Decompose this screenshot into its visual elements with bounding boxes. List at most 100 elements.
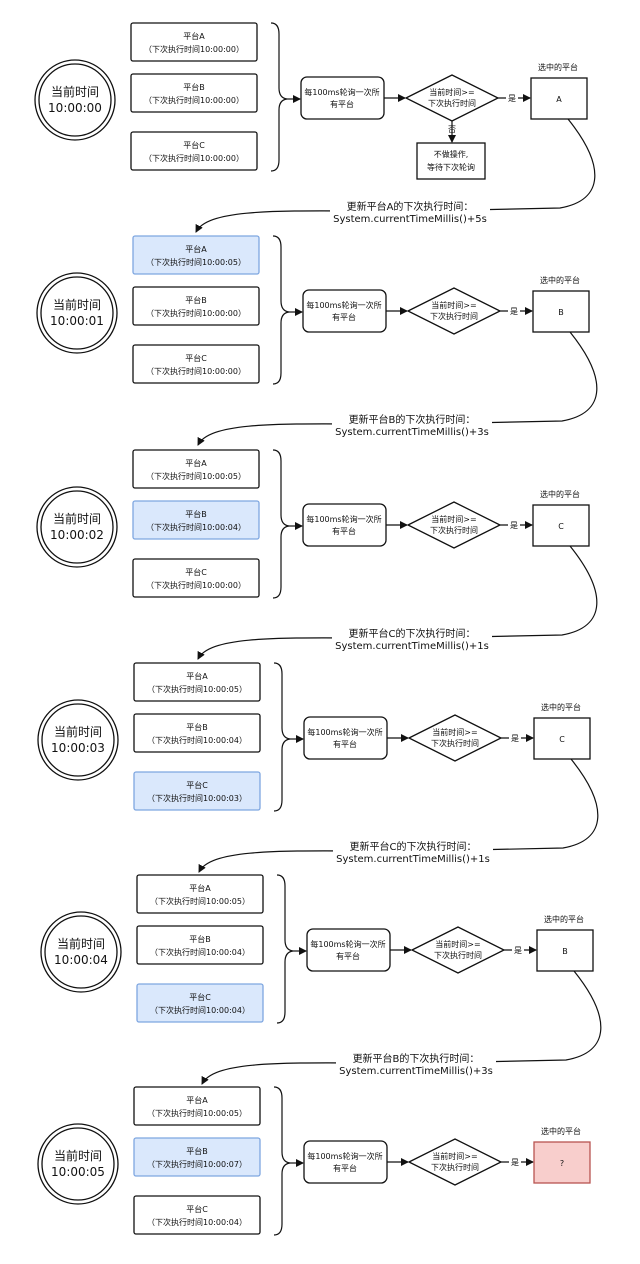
poll-box: [302, 289, 387, 333]
platform-name: 平台A: [185, 458, 207, 468]
poll-text: 有平台: [336, 951, 360, 961]
selected-label: 选中的平台: [544, 914, 584, 924]
time-title: 当前时间: [57, 936, 105, 951]
condition-text: 当前时间>=: [432, 727, 477, 737]
poll-box: [306, 928, 391, 972]
condition-text: 当前时间>=: [429, 87, 474, 97]
platform-next-time: （下次执行时间10:00:04）: [150, 947, 250, 957]
platform-box-2: [130, 131, 258, 171]
platform-name: 平台B: [189, 934, 211, 944]
condition-diamond: [407, 1138, 503, 1186]
platform-box-2: [132, 558, 260, 598]
yes-label-bg: [508, 305, 520, 317]
platform-name: 平台B: [186, 722, 208, 732]
selected-box: [536, 929, 594, 972]
time-title: 当前时间: [53, 297, 101, 312]
update-label-bg: [332, 413, 492, 437]
time-circle-inner: [40, 276, 114, 350]
yes-label: 是: [510, 521, 518, 530]
time-value: 10:00:01: [50, 314, 104, 328]
platform-name: 平台C: [185, 353, 207, 363]
update-label-bg: [333, 840, 493, 864]
time-circle-inner: [41, 703, 115, 777]
selected-box: [532, 290, 590, 333]
time-title: 当前时间: [54, 1148, 102, 1163]
platform-box-1: [132, 500, 260, 540]
platform-box-1: [130, 73, 258, 113]
selected-box: [530, 77, 588, 120]
update-formula: System.currentTimeMillis()+1s: [335, 641, 489, 652]
poll-text: 每100ms轮询一次所: [310, 939, 385, 949]
platform-name: 平台A: [186, 1095, 208, 1105]
poll-box: [302, 503, 387, 547]
platform-next-time: （下次执行时间10:00:05）: [147, 684, 247, 694]
platform-name: 平台C: [189, 992, 211, 1002]
platform-box-0: [130, 22, 258, 62]
platform-name: 平台C: [183, 140, 205, 150]
time-circle-inner: [44, 915, 118, 989]
poll-text: 有平台: [332, 312, 356, 322]
condition-text: 下次执行时间: [431, 738, 479, 748]
platform-box-0: [133, 662, 261, 702]
condition-text: 下次执行时间: [430, 311, 478, 321]
yes-label: 是: [511, 1158, 519, 1167]
update-formula: System.currentTimeMillis()+3s: [335, 427, 489, 438]
platform-name: 平台B: [185, 295, 207, 305]
platform-next-time: （下次执行时间10:00:03）: [147, 793, 247, 803]
stage-3: 当前时间10:00:03平台A（下次执行时间10:00:05）平台B（下次执行时…: [37, 662, 599, 873]
selected-label: 选中的平台: [541, 1126, 581, 1136]
update-formula: System.currentTimeMillis()+5s: [333, 214, 487, 225]
no-label: 否: [448, 125, 456, 134]
poll-box: [300, 76, 385, 120]
platform-box-0: [136, 874, 264, 914]
condition-text: 下次执行时间: [430, 525, 478, 535]
condition-diamond: [410, 926, 506, 974]
condition-text: 下次执行时间: [431, 1162, 479, 1172]
update-text: 更新平台C的下次执行时间：: [349, 627, 476, 640]
selected-box: [533, 1141, 591, 1184]
time-circle-inner: [40, 490, 114, 564]
poll-text: 有平台: [332, 526, 356, 536]
selected-value: ?: [560, 1159, 564, 1168]
platform-next-time: （下次执行时间10:00:05）: [146, 257, 246, 267]
poll-box: [303, 716, 388, 760]
yes-label-bg: [509, 1156, 521, 1168]
platform-box-1: [133, 713, 261, 753]
poll-text: 每100ms轮询一次所: [304, 87, 379, 97]
selected-label: 选中的平台: [540, 489, 580, 499]
time-value: 10:00:04: [54, 953, 108, 967]
yes-label-bg: [506, 92, 518, 104]
platform-next-time: （下次执行时间10:00:00）: [144, 95, 244, 105]
condition-diamond: [406, 501, 502, 549]
platform-next-time: （下次执行时间10:00:04）: [146, 522, 246, 532]
update-formula: System.currentTimeMillis()+3s: [339, 1066, 493, 1077]
poll-text: 有平台: [333, 1163, 357, 1173]
yes-label: 是: [514, 946, 522, 955]
selected-box: [533, 717, 591, 760]
selected-label: 选中的平台: [541, 702, 581, 712]
selected-value: A: [556, 95, 562, 104]
platform-box-1: [136, 925, 264, 965]
yes-label: 是: [508, 94, 516, 103]
selected-label: 选中的平台: [540, 275, 580, 285]
platform-next-time: （下次执行时间10:00:00）: [144, 153, 244, 163]
time-value: 10:00:00: [48, 101, 102, 115]
condition-text: 当前时间>=: [432, 1151, 477, 1161]
condition-text: 下次执行时间: [434, 950, 482, 960]
time-circle-inner: [41, 1127, 115, 1201]
update-formula: System.currentTimeMillis()+1s: [336, 854, 490, 865]
selected-box: [532, 504, 590, 547]
update-label-bg: [330, 200, 490, 224]
update-text: 更新平台B的下次执行时间：: [349, 413, 476, 426]
group-brace: [270, 22, 288, 172]
time-value: 10:00:02: [50, 528, 104, 542]
platform-next-time: （下次执行时间10:00:00）: [146, 580, 246, 590]
yes-label: 是: [511, 734, 519, 743]
platform-next-time: （下次执行时间10:00:05）: [146, 471, 246, 481]
yes-label-bg: [512, 944, 524, 956]
platform-next-time: （下次执行时间10:00:00）: [146, 308, 246, 318]
platform-box-1: [132, 286, 260, 326]
poll-text: 每100ms轮询一次所: [306, 514, 381, 524]
stage-1: 当前时间10:00:01平台A（下次执行时间10:00:05）平台B（下次执行时…: [36, 235, 598, 446]
